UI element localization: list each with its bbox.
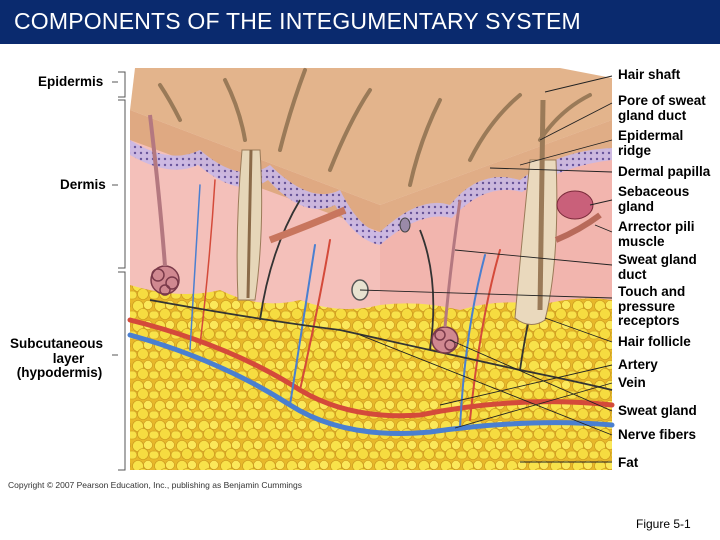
label-sweat-gland: Sweat gland: [618, 404, 697, 419]
title-bar: COMPONENTS OF THE INTEGUMENTARY SYSTEM: [0, 0, 720, 44]
skin-illustration: [0, 60, 720, 500]
label-hair-follicle: Hair follicle: [618, 335, 691, 350]
label-dermis: Dermis: [60, 178, 106, 193]
label-artery: Artery: [618, 358, 658, 373]
slide-title: COMPONENTS OF THE INTEGUMENTARY SYSTEM: [14, 8, 581, 35]
label-subcutaneous: Subcutaneous layer (hypodermis): [10, 337, 103, 381]
hair-follicle-front: [237, 150, 262, 300]
skin-diagram: Epidermis Dermis Subcutaneous layer (hyp…: [0, 60, 720, 500]
label-nerve-fibers: Nerve fibers: [618, 428, 696, 443]
figure-reference: Figure 5-1: [636, 517, 691, 531]
label-hair-shaft: Hair shaft: [618, 68, 680, 83]
copyright-notice: Copyright © 2007 Pearson Education, Inc.…: [8, 480, 302, 490]
label-epidermis: Epidermis: [38, 75, 103, 90]
label-vein: Vein: [618, 376, 646, 391]
layer-brackets: [112, 72, 125, 470]
label-dermal-papilla: Dermal papilla: [618, 165, 710, 180]
label-fat: Fat: [618, 456, 638, 471]
